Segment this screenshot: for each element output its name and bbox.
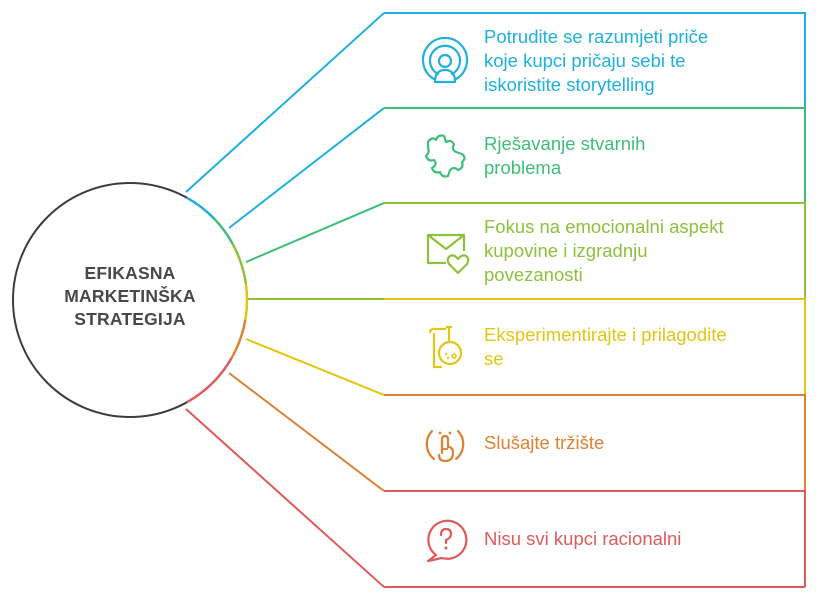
item-4: Eksperimentirajte i prilagodite se (420, 307, 790, 387)
shush-face-icon (420, 415, 470, 471)
connector-line (228, 372, 385, 492)
connector-line (185, 408, 385, 588)
item-band (384, 490, 806, 587)
item-band (384, 202, 806, 299)
item-6: Nisu svi kupci racionalni (420, 499, 790, 579)
central-topic: EFIKASNA MARKETINŠKA STRATEGIJA (40, 262, 220, 331)
central-circle-arc (186, 357, 233, 404)
central-topic-line: EFIKASNA (84, 263, 176, 283)
item-label-line: Nisu svi kupci racionalni (484, 528, 682, 549)
item-band (384, 394, 806, 491)
central-circle-arc (231, 242, 248, 284)
central-circle-arc (230, 320, 247, 360)
item-label: Eksperimentirajte i prilagodite se (484, 323, 727, 371)
band-border (384, 202, 806, 299)
connector-line (245, 338, 385, 396)
central-topic-line: STRATEGIJA (74, 309, 186, 329)
item-label-line: kupovine i izgradnju (484, 240, 648, 261)
connectors (185, 12, 385, 588)
item-label: Slušajte tržište (484, 431, 604, 455)
central-topic-line: MARKETINŠKA (64, 286, 196, 306)
item-3: Fokus na emocionalni aspekt kupovine i iz… (420, 211, 790, 291)
item-5: Slušajte tržište (420, 403, 790, 483)
scroll-flask-icon (420, 319, 470, 375)
central-circle (12, 182, 249, 418)
central-circle-arc (213, 217, 234, 244)
central-circle-arc (186, 196, 216, 220)
item-band (384, 12, 806, 108)
band-border (384, 490, 806, 587)
band-border (384, 298, 806, 395)
connector-line (245, 202, 385, 263)
central-circle-arc (244, 283, 249, 321)
item-label-line: Rješavanje stvarnih (484, 132, 646, 154)
connector-line (185, 12, 385, 193)
item-label-line: iskoristite storytelling (484, 73, 655, 95)
envelope-heart-icon (420, 223, 470, 279)
band-border (384, 107, 806, 203)
band-border (384, 394, 806, 491)
band-border (384, 12, 806, 108)
broadcast-person-icon (420, 33, 470, 89)
item-label-line: se (484, 348, 504, 369)
item-label-line: Eksperimentirajte i prilagodite (484, 324, 727, 345)
item-label: Nisu svi kupci racionalni (484, 527, 681, 551)
item-label-line: Slušajte tržište (484, 432, 605, 453)
question-bubble-icon (420, 511, 470, 567)
item-label-line: Fokus na emocionalni aspekt (484, 216, 724, 237)
item-label: Fokus na emocionalni aspekt kupovine i iz… (484, 215, 724, 287)
item-bands (384, 12, 806, 588)
item-band (384, 107, 806, 203)
connector-line (228, 107, 385, 229)
item-label-line: povezanosti (484, 264, 583, 285)
item-label-line: problema (484, 156, 562, 178)
item-label-line: Potrudite se razumjeti priče (484, 25, 709, 47)
item-label-line: koje kupci pričaju sebi te (484, 49, 686, 71)
item-band (384, 298, 806, 395)
puzzle-piece-icon (420, 128, 470, 184)
